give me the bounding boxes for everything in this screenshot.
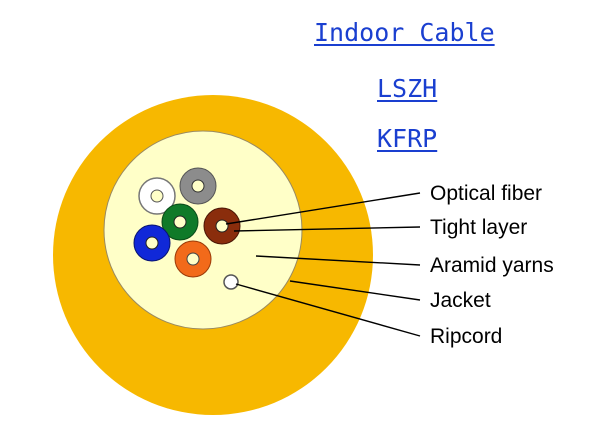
label-tight-layer: Tight layer: [430, 216, 527, 239]
fiber-orange: [174, 240, 212, 278]
fiber-blue: [133, 224, 171, 262]
label-aramid-yarns: Aramid yarns: [430, 254, 554, 277]
fiber-white: [138, 177, 176, 215]
leader-optical-fiber: [225, 192, 421, 225]
title-indoor-cable-link[interactable]: Indoor Cable: [314, 18, 495, 47]
label-jacket: Jacket: [430, 289, 491, 312]
leader-ripcord: [235, 283, 421, 337]
leader-tight-layer: [233, 226, 421, 232]
ripcord-strand: [223, 274, 239, 290]
leader-jacket: [289, 280, 421, 301]
title-kfrp-link[interactable]: KFRP: [377, 124, 438, 153]
fiber-gray: [179, 167, 217, 205]
fiber-brown: [203, 207, 241, 245]
title-lszh-link[interactable]: LSZH: [377, 74, 438, 103]
leader-aramid-yarns: [255, 255, 421, 266]
fiber-green: [161, 203, 199, 241]
label-ripcord: Ripcord: [430, 325, 502, 348]
label-optical-fiber: Optical fiber: [430, 182, 542, 205]
